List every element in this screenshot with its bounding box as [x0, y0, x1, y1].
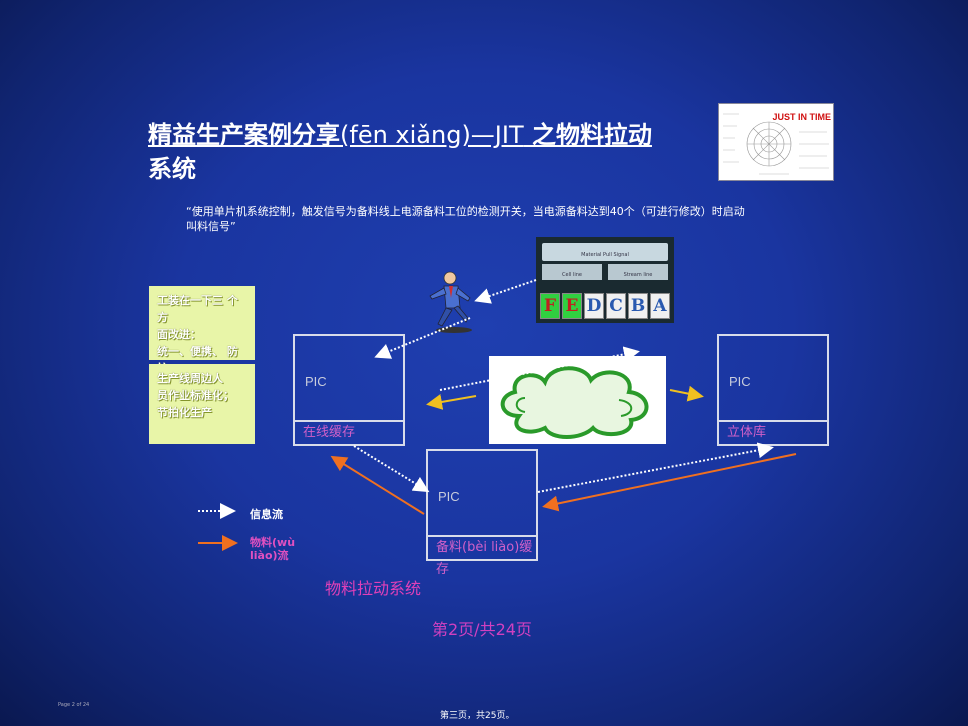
improvement-note-1: 工装在一下三 个方 面改进： 统一、便携、 防护	[149, 286, 255, 375]
title-line2: 系统	[148, 155, 196, 183]
jit-label: JUST IN TIME	[772, 112, 831, 122]
warehouse-pic-label: PIC	[729, 374, 751, 389]
jit-diagram-image: JUST IN TIME	[718, 103, 834, 181]
note2-line1: 生产线周边人	[157, 372, 223, 385]
tiny-page-text: Page 2 of 24	[58, 702, 90, 708]
legend-info-label: 信息流	[250, 508, 283, 521]
signal-letter: C	[606, 293, 626, 319]
info-arrow-prep-to-warehouse	[537, 442, 774, 493]
material-arrow-warehouse-to-prep	[542, 453, 797, 512]
material-arrow-cloud-right	[669, 385, 704, 402]
online-buffer-label: 在线缓存	[295, 420, 403, 444]
system-label: 物料拉动系统	[325, 579, 422, 598]
legend-material-label: 物料(wù liào)流	[250, 536, 295, 562]
prep-pic-label: PIC	[438, 489, 460, 504]
slide-title: 精益生产案例分享(fēn xiǎng)—JIT 之物料拉动 系统	[148, 118, 738, 186]
jit-radar-graphic	[723, 113, 829, 175]
online-buffer-box: PIC 在线缓存	[293, 334, 405, 446]
info-arrow-online-to-prep	[353, 445, 430, 493]
worker-figure-icon	[429, 271, 472, 333]
signal-panel-image: Material Pull Signal Cell line Stream li…	[536, 237, 674, 323]
signal-panel-left: Cell line	[542, 264, 602, 280]
signal-panel-header: Material Pull Signal	[542, 243, 668, 261]
prep-buffer-label: 备料(bèi liào)缓存	[428, 535, 536, 577]
quote-text: “使用单片机系统控制，触发信号为备料线上电源备料工位的检测开关，当电源备料达到4…	[186, 205, 745, 233]
warehouse-label: 立体库	[719, 420, 827, 444]
signal-letter: E	[562, 293, 582, 319]
material-arrow-prep-to-online	[330, 455, 425, 515]
legend-material-line1: 物料(wù	[250, 536, 296, 549]
title-part2: (fēn xiǎng)—JIT	[340, 121, 524, 149]
title-part1: 精益生产案例分享	[148, 121, 340, 149]
legend-material-line2: liào)流	[250, 549, 289, 562]
prep-buffer-box: PIC 备料(bèi liào)缓存	[426, 449, 538, 577]
signal-letter: B	[628, 293, 648, 319]
signal-panel-right: Stream line	[608, 264, 668, 280]
title-part3: 之物料拉动	[523, 121, 652, 149]
page-counter: 第2页/共24页	[432, 620, 532, 639]
signal-letter: A	[650, 293, 670, 319]
online-pic-label: PIC	[305, 374, 327, 389]
signal-letter: D	[584, 293, 604, 319]
improvement-note-2: 生产线周边人 员作业标准化； 节拍化生产	[149, 364, 255, 444]
info-arrow-panel-to-worker	[474, 279, 537, 304]
info-arrow-to-cloud	[439, 346, 640, 391]
material-arrow-cloud-left	[426, 394, 477, 410]
signal-letter: F	[540, 293, 560, 319]
info-arrow-worker-to-online	[374, 317, 471, 359]
cloud-image	[489, 356, 666, 444]
note2-line3: 节拍化生产	[157, 406, 212, 419]
note1-line2: 面改进：	[157, 328, 201, 341]
cloud-icon	[500, 366, 649, 439]
note1-line1: 工装在一下三 个方	[157, 294, 238, 324]
footer-text: 第三页，共25页。	[440, 711, 515, 721]
note2-line2: 员作业标准化；	[157, 389, 234, 402]
